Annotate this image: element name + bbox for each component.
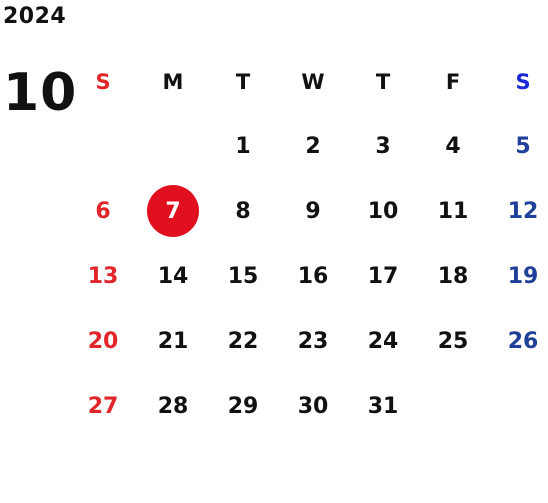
day-cell[interactable]: 16: [278, 244, 348, 308]
day-cell[interactable]: 11: [418, 179, 488, 243]
day-number: 9: [305, 198, 321, 224]
day-cell[interactable]: 20: [68, 309, 138, 373]
day-number: 30: [297, 393, 329, 419]
day-cell[interactable]: 2: [278, 114, 348, 178]
day-number: 13: [87, 263, 119, 289]
day-number: 6: [95, 198, 111, 224]
day-cell[interactable]: 13: [68, 244, 138, 308]
weekday-header: S: [515, 70, 531, 94]
day-number: 27: [87, 393, 119, 419]
day-number: 1: [235, 133, 251, 159]
day-cell[interactable]: 26: [488, 309, 548, 373]
day-cell[interactable]: 4: [418, 114, 488, 178]
day-number: 28: [157, 393, 189, 419]
weekday-header: M: [162, 70, 184, 94]
day-number: 19: [507, 263, 539, 289]
day-cell[interactable]: 18: [418, 244, 488, 308]
day-number: 16: [297, 263, 329, 289]
day-cell[interactable]: 28: [138, 374, 208, 438]
month-label: 10: [3, 63, 78, 123]
day-cell[interactable]: 8: [208, 179, 278, 243]
day-cell[interactable]: 25: [418, 309, 488, 373]
day-number: 17: [367, 263, 399, 289]
day-cell[interactable]: 31: [348, 374, 418, 438]
day-number: 12: [507, 198, 539, 224]
day-number: 3: [375, 133, 391, 159]
day-cell[interactable]: 19: [488, 244, 548, 308]
day-cell[interactable]: 6: [68, 179, 138, 243]
day-number: 4: [445, 133, 461, 159]
day-cell[interactable]: 7: [138, 179, 208, 243]
day-number: 15: [227, 263, 259, 289]
weekday-header: T: [235, 70, 251, 94]
day-number: 25: [437, 328, 469, 354]
day-cell[interactable]: 1: [208, 114, 278, 178]
day-cell[interactable]: 23: [278, 309, 348, 373]
day-number: 8: [235, 198, 251, 224]
day-number: 24: [367, 328, 399, 354]
day-number: 11: [437, 198, 469, 224]
day-cell[interactable]: 29: [208, 374, 278, 438]
day-cell[interactable]: 17: [348, 244, 418, 308]
day-number: 5: [515, 133, 531, 159]
day-number: 21: [157, 328, 189, 354]
day-number: 29: [227, 393, 259, 419]
day-cell[interactable]: 10: [348, 179, 418, 243]
day-cell[interactable]: 22: [208, 309, 278, 373]
day-number: 2: [305, 133, 321, 159]
day-cell[interactable]: 3: [348, 114, 418, 178]
weekday-header: W: [301, 70, 325, 94]
day-cell[interactable]: 5: [488, 114, 548, 178]
day-number: 23: [297, 328, 329, 354]
day-cell[interactable]: 14: [138, 244, 208, 308]
day-cell[interactable]: 21: [138, 309, 208, 373]
day-number: 10: [367, 198, 399, 224]
year-label: 2024: [3, 4, 67, 29]
day-number: 31: [367, 393, 399, 419]
day-number: 18: [437, 263, 469, 289]
today-highlight[interactable]: 7: [147, 185, 199, 237]
day-cell[interactable]: 15: [208, 244, 278, 308]
day-cell[interactable]: 30: [278, 374, 348, 438]
day-cell[interactable]: 27: [68, 374, 138, 438]
day-cell[interactable]: 12: [488, 179, 548, 243]
weekday-header: F: [445, 70, 461, 94]
day-number: 26: [507, 328, 539, 354]
day-cell[interactable]: 24: [348, 309, 418, 373]
weekday-header: S: [95, 70, 111, 94]
day-number: 22: [227, 328, 259, 354]
day-cell[interactable]: 9: [278, 179, 348, 243]
day-number: 14: [157, 263, 189, 289]
weekday-header: T: [375, 70, 391, 94]
day-number: 20: [87, 328, 119, 354]
